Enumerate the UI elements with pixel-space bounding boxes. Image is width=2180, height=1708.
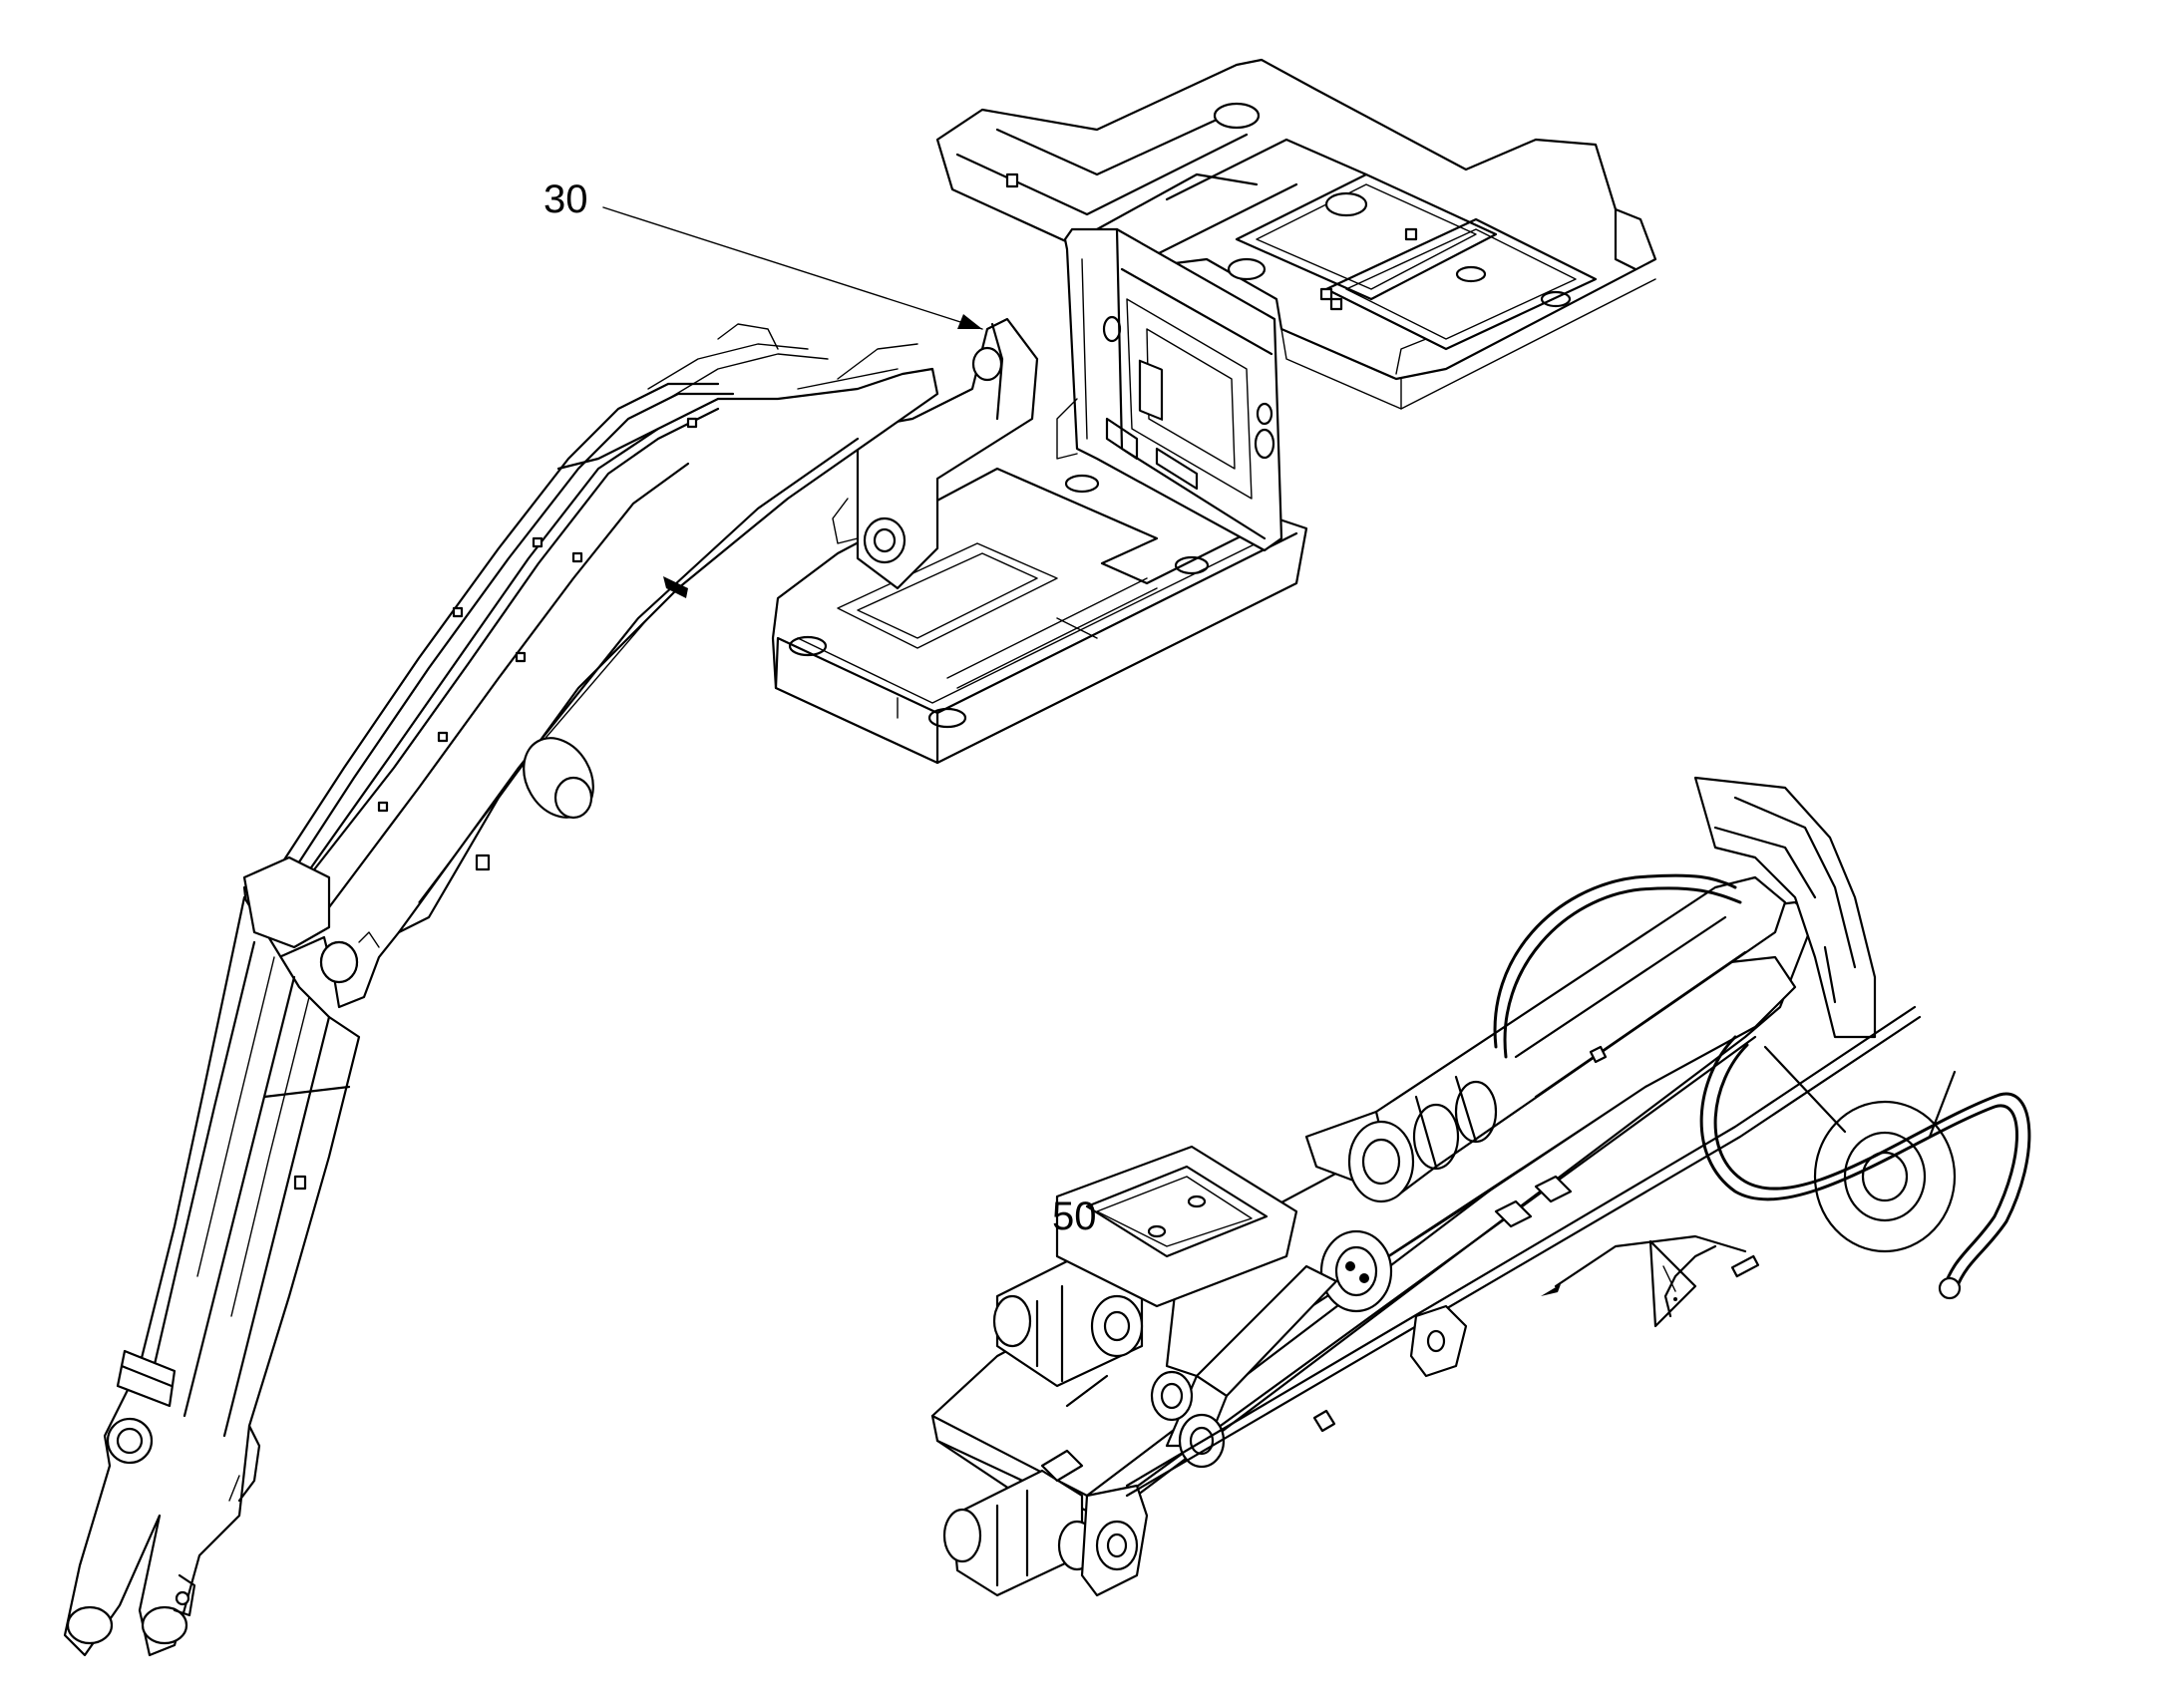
upper-frame-chassis xyxy=(771,58,1657,765)
boom-lower-assembly xyxy=(930,776,2031,1597)
callout-30-arrowhead xyxy=(957,314,982,329)
callout-30-group: 30 xyxy=(544,177,983,330)
callout-50-group: 50 xyxy=(1052,1195,1097,1238)
main-boom xyxy=(242,323,939,1009)
arm-dipper xyxy=(63,855,361,1657)
callout-50-label: 50 xyxy=(1052,1195,1097,1238)
callout-30-leader-line xyxy=(602,206,983,330)
callout-30-label: 30 xyxy=(544,177,588,221)
